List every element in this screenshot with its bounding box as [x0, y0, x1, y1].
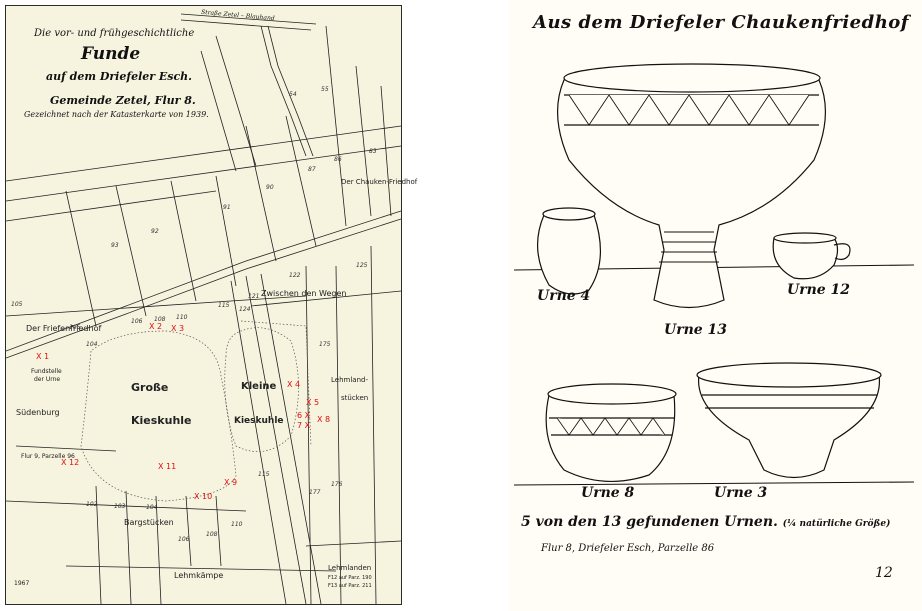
- marker-x11: X 11: [158, 462, 177, 471]
- label-lehmkaempe: Lehmkämpe: [174, 571, 224, 580]
- parcel-number: 86: [334, 156, 342, 163]
- map-title-line4: Gemeinde Zetel, Flur 8.: [50, 94, 196, 107]
- page-number: 12: [875, 565, 893, 581]
- label-urne13: Urne 13: [664, 322, 728, 338]
- parcel-number: 108: [154, 316, 166, 323]
- marker-x12: X 12: [61, 458, 80, 467]
- marker-x6: 6 X: [297, 411, 311, 420]
- label-urne8: Urne 8: [581, 485, 635, 501]
- urn-heading: Aus dem Driefeler Chaukenfriedhof: [533, 12, 910, 33]
- label-lehmlanden: Lehmlanden: [328, 564, 372, 572]
- signature-year: 1967: [14, 580, 30, 587]
- subcaption: Flur 8, Driefeler Esch, Parzelle 86: [541, 543, 715, 554]
- parcel-number: 55: [321, 86, 329, 93]
- caption-scale: (¼ natürliche Größe): [782, 519, 891, 529]
- marker-x3: X 3: [171, 324, 185, 333]
- label-grosse: Große: [131, 381, 169, 394]
- label-flur9: Flur 9, Parzelle 96: [21, 453, 75, 460]
- parcel-number: 121: [248, 293, 260, 300]
- parcel-number: 122: [289, 272, 301, 279]
- parcel-number: 104: [86, 341, 98, 348]
- parcel-number: 87: [308, 166, 316, 173]
- map-title-line1: Die vor- und frühgeschichtliche: [34, 28, 195, 39]
- parcel-number: 115: [258, 471, 270, 478]
- marker-x10: X 10: [194, 492, 213, 501]
- label-lehmland: Lehmland-: [331, 376, 368, 384]
- label-f13: F13 auf Parz. 211: [328, 583, 372, 589]
- map-title-line3: auf dem Driefeler Esch.: [46, 70, 192, 83]
- label-urne3: Urne 3: [714, 485, 768, 501]
- caption-main: 5 von den 13 gefundenen Urnen.: [521, 514, 778, 530]
- label-der-urne: der Urne: [34, 376, 61, 383]
- parcel-number: 93: [111, 242, 119, 249]
- parcel-number: 91: [223, 204, 231, 211]
- marker-x7: 7 X: [297, 421, 311, 430]
- label-kleine: Kleine: [241, 381, 277, 392]
- urn-panel: Aus dem Driefeler Chaukenfriedhof: [509, 0, 922, 611]
- parcel-number: 106: [178, 536, 190, 543]
- parcel-number: 92: [151, 228, 159, 235]
- parcel-number: 124: [239, 306, 251, 313]
- parcel-number: 105: [11, 301, 23, 308]
- label-stuecken: stücken: [341, 394, 369, 402]
- parcel-number: 90: [266, 184, 274, 191]
- label-suedenburg: Südenburg: [16, 408, 60, 417]
- label-chauken: Der Chauken-Friedhof: [341, 178, 418, 186]
- cadastral-map-lines: [6, 13, 401, 604]
- marker-x4: X 4: [287, 380, 301, 389]
- parcel-number: 54: [289, 91, 297, 98]
- marker-x1: X 1: [36, 352, 50, 361]
- parcel-number: 83: [369, 148, 377, 155]
- parcel-number: 108: [206, 531, 218, 538]
- parcel-number: 125: [356, 262, 368, 269]
- urn-drawings: [513, 63, 915, 486]
- label-urne4: Urne 4: [537, 288, 591, 304]
- parcel-number: 176: [331, 481, 343, 488]
- marker-x8: X 8: [317, 415, 331, 424]
- parcel-number: 103: [114, 503, 126, 510]
- label-fundstelle: Fundstelle: [31, 368, 62, 375]
- parcel-number: 106: [131, 318, 143, 325]
- parcel-number: 105: [69, 324, 81, 331]
- map-title-line5: Gezeichnet nach der Katasterkarte von 19…: [24, 110, 209, 119]
- label-bargstuecken: Bargstücken: [124, 518, 174, 527]
- marker-x5: X 5: [306, 398, 320, 407]
- map-title-line2: Funde: [81, 44, 141, 64]
- label-kieskuhle-gross: Kieskuhle: [131, 414, 192, 427]
- label-friefenfriedhof: Der Friefenfriedhof: [26, 324, 102, 333]
- parcel-number: 115: [218, 302, 230, 309]
- caption: 5 von den 13 gefundenen Urnen. (¼ natürl…: [521, 514, 890, 530]
- parcel-number: 177: [309, 489, 321, 496]
- map-panel: Die vor- und frühgeschichtliche Funde au…: [5, 5, 417, 605]
- marker-x9: X 9: [224, 478, 238, 487]
- label-urne12: Urne 12: [787, 282, 851, 298]
- label-f12: F12 auf Parz. 190: [328, 575, 372, 581]
- parcel-number: 104: [146, 504, 158, 511]
- parcel-number: 110: [231, 521, 243, 528]
- parcel-number: 102: [86, 501, 98, 508]
- label-kieskuhle-klein: Kieskuhle: [234, 416, 284, 426]
- marker-x2: X 2: [149, 322, 163, 331]
- parcel-number: 110: [176, 314, 188, 321]
- label-zwischen: Zwischen den Wegen: [261, 289, 347, 298]
- parcel-number: 175: [319, 341, 331, 348]
